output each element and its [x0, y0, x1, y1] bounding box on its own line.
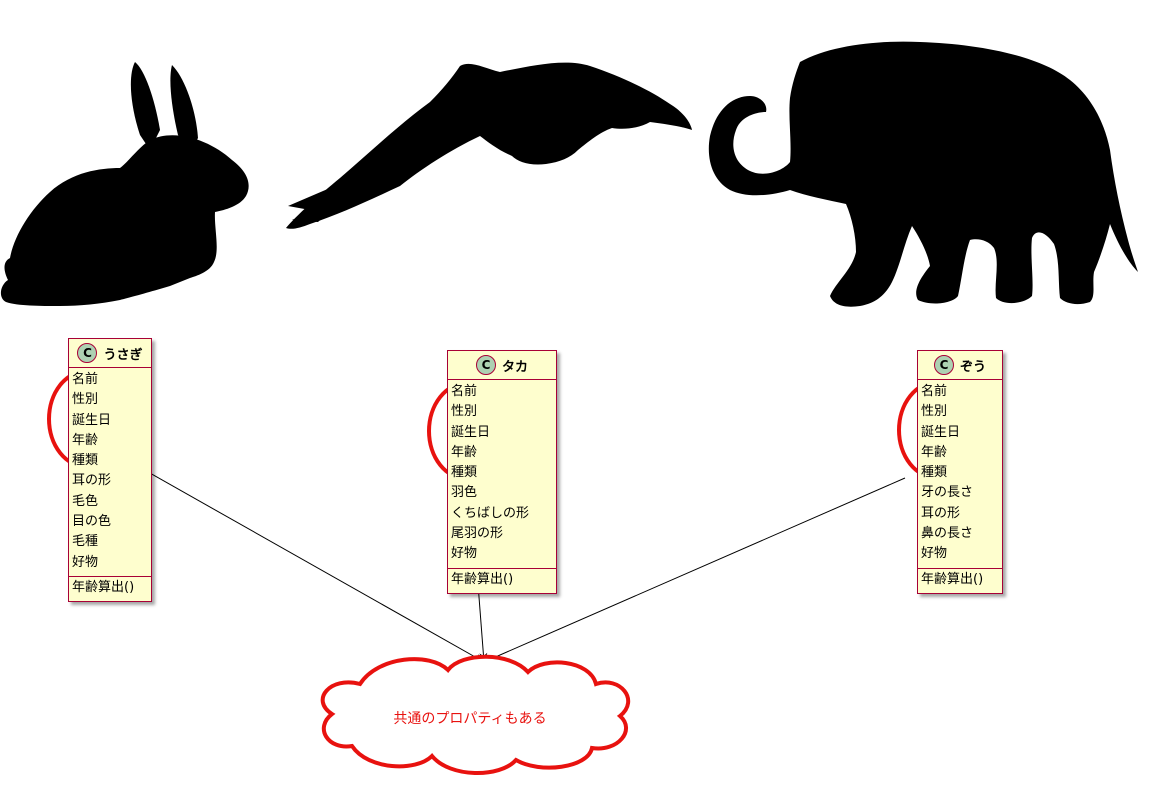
field: 羽色: [451, 485, 478, 501]
field: 好物: [921, 546, 948, 562]
class-box-elephant: C ぞう 名前 性別 誕生日 年齢 種類 牙の長さ 耳の形 鼻の長さ 好物 年齢…: [917, 350, 1003, 594]
class-c-badge-icon: C: [933, 355, 954, 375]
field: 鼻の長さ: [921, 526, 974, 542]
field: 種類: [451, 465, 478, 481]
field: 耳の形: [921, 505, 961, 521]
field: 年齢: [921, 444, 948, 460]
class-name: タカ: [501, 359, 528, 375]
field: 性別: [921, 404, 948, 420]
class-header: C うさぎ: [69, 339, 151, 368]
field: くちばしの形: [451, 505, 530, 521]
note-cloud-shape: [320, 654, 631, 776]
class-methods: 年齢算出(): [448, 569, 556, 593]
connector-elephant-to-note: [483, 477, 906, 663]
connector-rabbit-to-note: [117, 454, 485, 663]
class-header: C タカ: [448, 351, 556, 380]
class-fields: 名前 性別 誕生日 年齢 種類 牙の長さ 耳の形 鼻の長さ 好物: [918, 380, 1002, 569]
field: 誕生日: [451, 424, 491, 440]
class-box-hawk: C タカ 名前 性別 誕生日 年齢 種類 羽色 くちばしの形 尾羽の形 好物 年…: [447, 350, 557, 594]
class-methods: 年齢算出(): [69, 577, 151, 601]
field: 好物: [72, 554, 99, 570]
class-methods: 年齢算出(): [918, 569, 1002, 593]
class-box-rabbit: C うさぎ 名前 性別 誕生日 年齢 種類 耳の形 毛色 目の色 毛種 好物 年…: [68, 338, 152, 603]
field: 年齢: [451, 444, 478, 460]
rabbit-silhouette-icon: [0, 62, 249, 306]
field: 牙の長さ: [921, 485, 974, 501]
class-name: うさぎ: [103, 347, 143, 363]
elephant-silhouette-icon: [708, 41, 1138, 307]
method: 年齢算出(): [451, 571, 514, 587]
class-fields: 名前 性別 誕生日 年齢 種類 羽色 くちばしの形 尾羽の形 好物: [448, 380, 556, 569]
hawk-silhouette-icon: [286, 62, 692, 229]
field: 年齢: [72, 432, 99, 448]
field: 目の色: [72, 514, 112, 530]
field: 性別: [451, 404, 478, 420]
field: 誕生日: [921, 424, 961, 440]
field: 耳の形: [72, 473, 112, 489]
field: 好物: [451, 546, 478, 562]
field: 名前: [451, 384, 478, 399]
field: 誕生日: [72, 412, 112, 428]
class-header: C ぞう: [918, 351, 1002, 380]
method: 年齢算出(): [921, 571, 984, 587]
field: 名前: [921, 384, 948, 399]
field: 毛種: [72, 534, 99, 550]
field: 毛色: [72, 493, 99, 509]
class-c-badge-icon: C: [77, 343, 98, 363]
field: 種類: [921, 465, 948, 481]
class-name: ぞう: [959, 359, 986, 375]
class-fields: 名前 性別 誕生日 年齢 種類 耳の形 毛色 目の色 毛種 好物: [69, 368, 151, 577]
class-c-badge-icon: C: [475, 355, 496, 375]
field: 性別: [72, 392, 99, 408]
field: 種類: [72, 453, 99, 469]
field: 名前: [72, 372, 99, 387]
field: 尾羽の形: [451, 526, 504, 542]
method: 年齢算出(): [72, 579, 135, 595]
note-text: 共通のプロパティもある: [393, 711, 547, 727]
